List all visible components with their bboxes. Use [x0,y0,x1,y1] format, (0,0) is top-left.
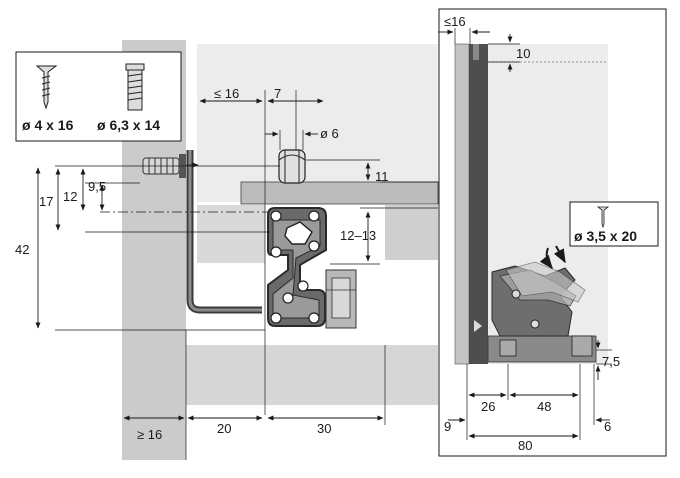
left-extension-lines [55,90,438,460]
dim-30: 30 [317,421,331,436]
right-dimension-lines [438,29,610,439]
dim-12: 12 [63,189,77,204]
screw-label-box-right: ø 3,5 x 20 [569,201,659,247]
euro-screw-icon [125,63,145,111]
runner-profile [186,150,327,327]
dim-7: 7 [274,86,281,101]
dim-max-16-left: ≤ 16 [214,86,239,101]
right-side-view: ø 3,5 x 20 [438,8,667,457]
dim-11: 11 [375,169,389,184]
dim-20: 20 [217,421,231,436]
drawer-bottom-board [240,181,439,205]
dim-42: 42 [15,242,29,257]
screw-b-label: ø 6,3 x 14 [97,117,160,133]
dim-max-16-right: ≤16 [444,14,466,29]
screw-label-box: ø 4 x 16 ø 6,3 x 14 [15,51,182,142]
screw-c-label: ø 3,5 x 20 [574,228,637,244]
dim-9-5: 9,5 [88,179,106,194]
dim-48: 48 [537,399,551,414]
front-panel-inner [469,44,488,364]
dim-26: 26 [481,399,495,414]
front-panel-outer [454,43,470,365]
dim-10: 10 [516,46,530,61]
left-cross-section-view: ø 4 x 16 ø 6,3 x 14 ≤ 16 7 ø 6 11 12–13 … [15,40,439,460]
dim-17: 17 [39,194,53,209]
drawer-bottom-block [385,205,438,260]
dim-7-5: 7,5 [602,354,620,369]
dim-dia-6: ø 6 [320,126,339,141]
dim-6: 6 [604,419,611,434]
dim-min-16: ≥ 16 [137,427,162,442]
locking-pin [278,149,306,184]
rotate-arrow [539,247,553,270]
dim-12-13: 12–13 [340,228,376,243]
wood-screw-icon [35,65,58,110]
locking-device [325,269,357,329]
drawer-back-plane [197,44,438,202]
dim-80: 80 [518,438,532,453]
rotate-arrow-2 [553,245,566,264]
right-extension-lines [454,28,612,440]
dim-9: 9 [444,419,451,434]
drawer-front-plane [185,345,438,405]
locking-mechanism-right [491,261,593,357]
screw-a-label: ø 4 x 16 [22,117,74,133]
drawer-side-plane [197,205,265,263]
left-dimension-lines [35,98,384,421]
small-screw-icon [596,206,610,229]
